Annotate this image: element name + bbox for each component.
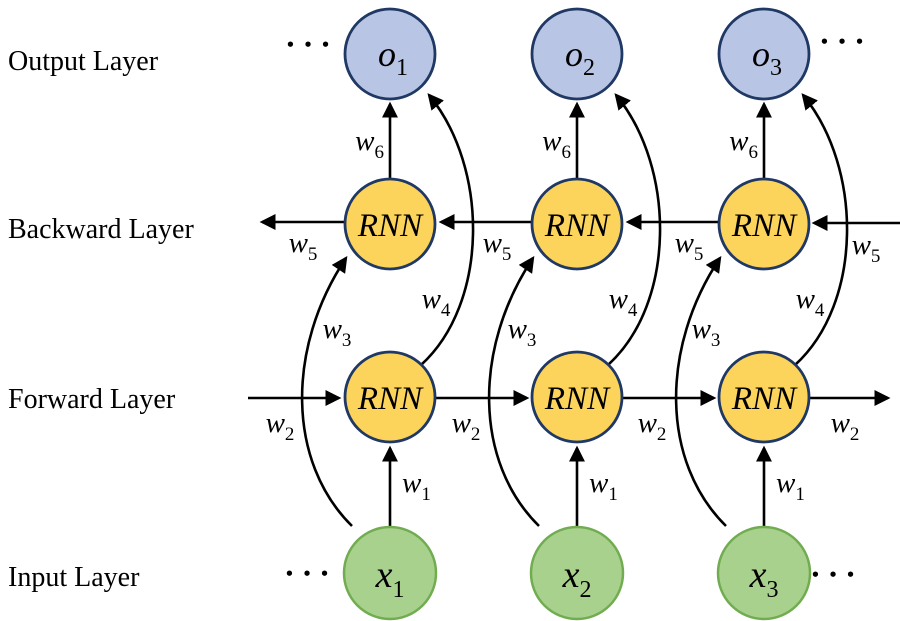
w4-label-col1: w4 (422, 283, 451, 321)
w3-label-col1: w3 (323, 313, 352, 351)
backward-rnn-label-2: RNN (544, 208, 611, 244)
backward-rnn-label-1: RNN (357, 208, 424, 244)
backward-rnn-label-3: RNN (731, 208, 798, 244)
w2-label-4: w2 (831, 407, 860, 445)
ellipsis-output-left: ••• (286, 36, 339, 54)
layer-label-output: Output Layer (8, 46, 159, 77)
layer-label-forward: Forward Layer (8, 384, 176, 415)
w6-label-col2: w6 (542, 125, 571, 163)
output-node-label-3: o3 (752, 34, 782, 81)
backward-rnn-node-3 (717, 177, 811, 271)
ellipsis-input-left: ••• (285, 565, 338, 583)
w3-arrow-col1 (300, 255, 353, 527)
backward-rnn-node-1 (343, 177, 437, 271)
w2-label-1: w2 (266, 407, 295, 445)
layer-label-backward: Backward Layer (8, 214, 194, 245)
output-node-3 (717, 7, 811, 101)
forward-rnn-label-1: RNN (357, 381, 424, 417)
layer-label-input: Input Layer (8, 562, 140, 593)
output-node-1 (343, 7, 437, 101)
w1-label-col3: w1 (776, 467, 805, 505)
w2-label-3: w2 (638, 407, 667, 445)
input-node-3 (716, 525, 812, 621)
w1-label-col2: w1 (589, 467, 618, 505)
w5-label-2: w5 (483, 227, 512, 265)
w4-arrow-col1 (420, 93, 475, 366)
ellipsis-input-right: ••• (811, 566, 864, 584)
forward-rnn-label-2: RNN (544, 381, 611, 417)
w6-label-col1: w6 (355, 125, 384, 163)
output-node-label-1: o1 (378, 34, 408, 81)
w5-label-1: w5 (289, 227, 318, 265)
input-node-label-2: x2 (562, 554, 592, 603)
forward-rnn-node-2 (530, 350, 624, 444)
w2-label-2: w2 (452, 407, 481, 445)
w3-label-col2: w3 (508, 313, 537, 351)
w4-arrow-col2 (607, 93, 662, 366)
w3-arrow-col3 (674, 255, 727, 527)
w3-label-col3: w3 (692, 313, 721, 351)
forward-rnn-node-3 (717, 350, 811, 444)
forward-rnn-node-1 (343, 350, 437, 444)
input-node-2 (529, 525, 625, 621)
w4-label-col2: w4 (609, 283, 638, 321)
w4-label-col3: w4 (796, 283, 825, 321)
ellipsis-output-right: ••• (820, 33, 873, 51)
input-node-label-3: x3 (749, 554, 779, 603)
w5-label-4: w5 (852, 229, 881, 267)
w6-label-col3: w6 (729, 125, 758, 163)
w3-arrow-col2 (487, 255, 540, 527)
output-node-label-2: o2 (565, 34, 595, 81)
backward-rnn-node-2 (530, 177, 624, 271)
w4-arrow-col3 (794, 93, 849, 366)
w5-label-3: w5 (675, 227, 704, 265)
forward-rnn-label-3: RNN (731, 381, 798, 417)
input-node-1 (342, 525, 438, 621)
input-node-label-1: x1 (375, 554, 405, 603)
w1-label-col1: w1 (402, 467, 431, 505)
output-node-2 (530, 7, 624, 101)
